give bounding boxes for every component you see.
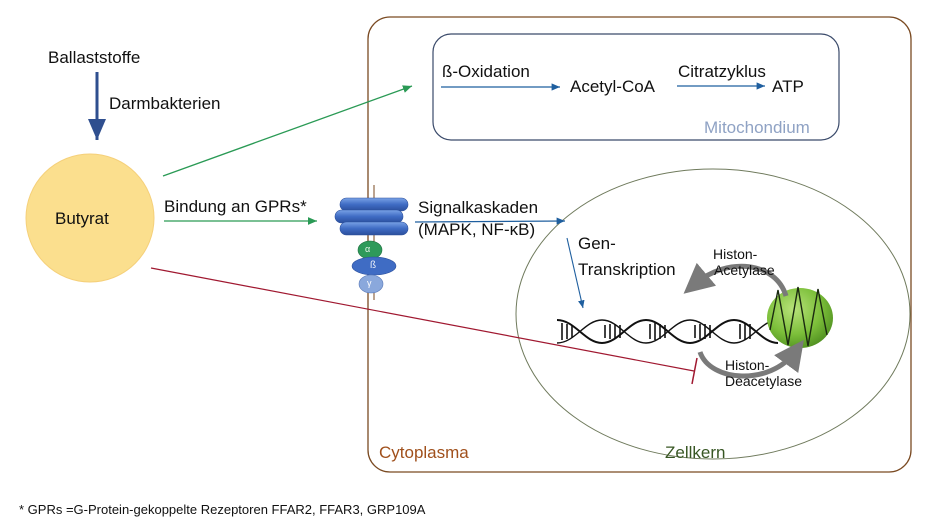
- nucleus-boundary: [515, 168, 911, 460]
- label-beta-oxidation: ß-Oxidation: [442, 62, 530, 81]
- label-alpha: α: [365, 244, 371, 254]
- histone-deacetylase-arrow: [697, 339, 804, 379]
- label-zellkern: Zellkern: [665, 443, 726, 462]
- label-butyrat: Butyrat: [55, 209, 109, 228]
- label-gpr-binding: Bindung an GPRs*: [164, 197, 307, 216]
- label-darmbakterien: Darmbakterien: [109, 94, 221, 113]
- label-histon-deacetylase-2: Deacetylase: [725, 373, 803, 389]
- label-transkription: Transkription: [578, 260, 676, 279]
- label-gamma: γ: [367, 278, 372, 288]
- histone-acetylase-arrow: [683, 262, 789, 297]
- inhibition-line-butyrate-to-hdac: [150, 267, 695, 372]
- dna-helix-icon: [556, 318, 779, 345]
- footnote: * GPRs =G-Protein-gekoppelte Rezeptoren …: [19, 502, 426, 517]
- butyrate-circle: [25, 153, 155, 283]
- label-beta: ß: [370, 260, 377, 271]
- label-citratzyklus: Citratzyklus: [678, 62, 766, 81]
- histone-icon: [767, 286, 833, 348]
- label-mapk-nfkb: (MAPK, NF-κB): [418, 220, 536, 239]
- label-gen: Gen-: [578, 234, 616, 253]
- arrow-transcription: [566, 237, 585, 309]
- gpr-receptor-icon: [334, 197, 409, 294]
- label-acetyl-coa: Acetyl-CoA: [570, 77, 656, 96]
- label-atp: ATP: [772, 77, 804, 96]
- label-ballaststoffe: Ballaststoffe: [48, 48, 141, 67]
- arrow-butyrate-to-mitochondrium: [162, 85, 413, 177]
- g-protein-gamma-icon: [358, 274, 384, 294]
- inhibition-bar: [691, 357, 698, 385]
- label-histon-acetylase-1: Histon-: [713, 246, 758, 262]
- mitochondrium-boundary: [432, 33, 840, 141]
- label-histon-deacetylase-1: Histon-: [725, 357, 770, 373]
- label-signalkaskaden: Signalkaskaden: [418, 198, 539, 217]
- label-cytoplasma: Cytoplasma: [379, 443, 469, 462]
- arrow-signaling-to-nucleus: [414, 217, 566, 225]
- label-mitochondrium: Mitochondium: [704, 118, 810, 137]
- label-histon-acetylase-2: Acetylase: [714, 262, 775, 278]
